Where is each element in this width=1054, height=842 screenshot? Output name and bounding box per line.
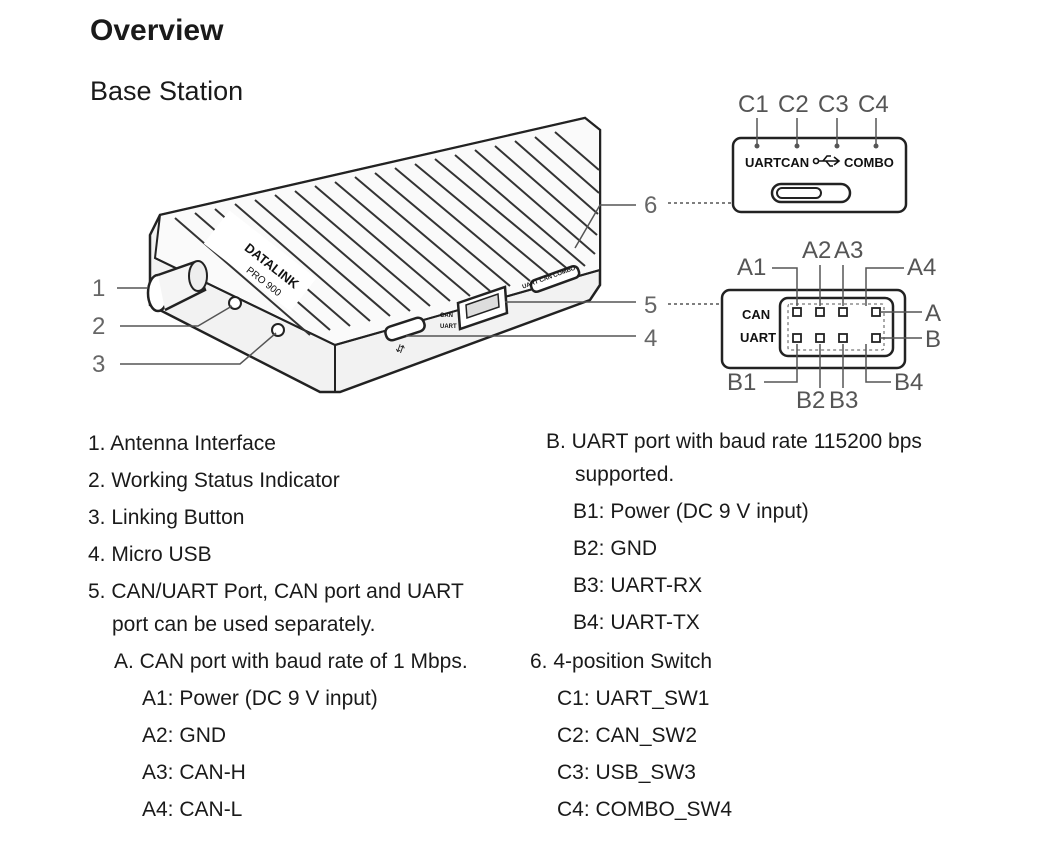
device-switch <box>529 264 581 294</box>
base-station-device: DATALINK PRO 900 ⇆ CAN UART UART CAN COM… <box>146 116 602 394</box>
port-panel: CAN UART A1 A2 A3 A4 A B B1 B2 B3 <box>720 237 941 414</box>
list-item: 4. Micro USB <box>88 543 212 566</box>
list-item: 1. Antenna Interface <box>88 432 276 455</box>
list-item: C4: COMBO_SW4 <box>557 798 733 821</box>
usb-icon <box>812 155 841 167</box>
switch-label-c2: C2 <box>778 91 809 118</box>
row-label-b: B <box>925 326 941 353</box>
port-uart-label: UART <box>740 330 776 345</box>
list-item: A1: Power (DC 9 V input) <box>142 687 378 710</box>
list-item: 5. CAN/UART Port, CAN port and UART <box>88 580 464 603</box>
switch-label-c4: C4 <box>858 91 889 118</box>
list-item: 3. Linking Button <box>88 506 245 529</box>
list-item: B3: UART-RX <box>573 574 703 597</box>
switch-label-c1: C1 <box>738 91 769 118</box>
page-title: Overview <box>90 14 224 47</box>
switch-panel: C1 C2 C3 C4 UART CAN COMBO <box>731 91 908 214</box>
antenna-connector <box>146 260 208 313</box>
callout-6: 6 <box>644 192 657 219</box>
row-label-a: A <box>925 300 941 327</box>
switch-uart-label: UART <box>745 155 781 170</box>
list-item: 2. Working Status Indicator <box>88 469 340 492</box>
list-item: A4: CAN-L <box>142 798 243 821</box>
callout-3: 3 <box>92 351 105 378</box>
dip-switch-knob <box>776 187 822 199</box>
pin-label-a1: A1 <box>737 254 766 281</box>
section-subtitle: Base Station <box>90 76 244 106</box>
pin-label-b1: B1 <box>727 369 756 396</box>
callout-4: 4 <box>644 325 657 352</box>
list-item: A3: CAN-H <box>142 761 246 784</box>
list-item: A2: GND <box>142 724 227 747</box>
device-side-uart: UART <box>440 324 457 330</box>
pin-label-b4: B4 <box>894 369 923 396</box>
list-item: C1: UART_SW1 <box>557 687 710 710</box>
switch-can-label: CAN <box>781 155 809 170</box>
device-figure: DATALINK PRO 900 ⇆ CAN UART UART CAN COM… <box>92 91 941 414</box>
pin-label-b3: B3 <box>829 387 858 414</box>
list-item: B1: Power (DC 9 V input) <box>573 500 809 523</box>
switch-combo-label: COMBO <box>844 155 894 170</box>
callout-5: 5 <box>644 292 657 319</box>
list-item: B4: UART-TX <box>573 611 700 634</box>
list-item: C2: CAN_SW2 <box>557 724 698 747</box>
pin-label-a4: A4 <box>907 254 936 281</box>
switch-label-c3: C3 <box>818 91 849 118</box>
list-item: port can be used separately. <box>112 613 376 636</box>
port-can-label: CAN <box>742 307 770 322</box>
device-side-can: CAN <box>440 313 453 319</box>
pin-label-b2: B2 <box>796 387 825 414</box>
list-item: C3: USB_SW3 <box>557 761 696 784</box>
callout-1: 1 <box>92 275 105 302</box>
list-item: supported. <box>575 463 675 486</box>
list-item: B2: GND <box>573 537 658 560</box>
pin-label-a3: A3 <box>834 237 863 264</box>
list-item: 6. 4-position Switch <box>530 650 713 673</box>
list-item: A. CAN port with baud rate of 1 Mbps. <box>114 650 468 673</box>
callout-2: 2 <box>92 313 105 340</box>
svg-text:⇆: ⇆ <box>393 342 408 355</box>
list-item: B. UART port with baud rate 115200 bps <box>546 430 922 453</box>
pin-label-a2: A2 <box>802 237 831 264</box>
